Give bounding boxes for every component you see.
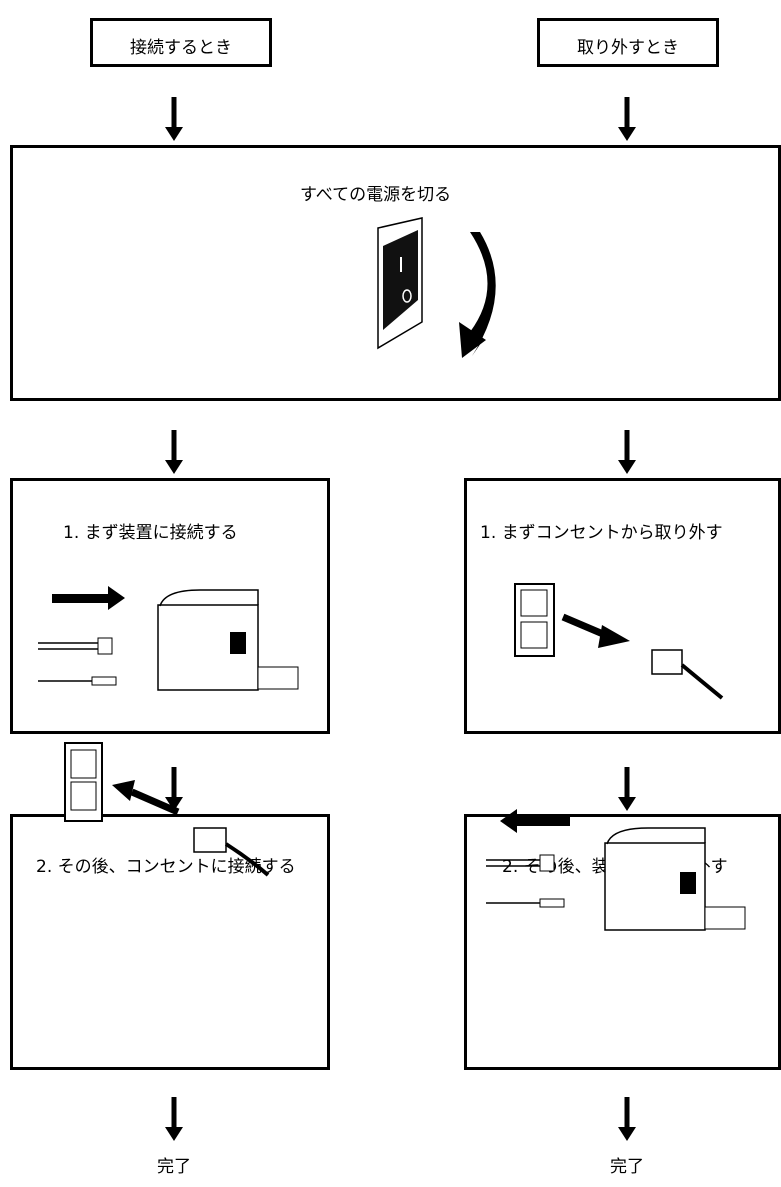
- arrow-disconnect-4: [618, 1097, 636, 1141]
- outlet-pull-arrow-icon: [561, 613, 630, 648]
- wall-outlet-icon: [514, 583, 555, 657]
- arrow-disconnect-2: [618, 430, 636, 474]
- cable-icon-2: [486, 854, 565, 908]
- disconnect-header-label: 取り外すとき: [577, 38, 679, 58]
- connect-done-label: 完了: [157, 1157, 191, 1177]
- arrow-disconnect-3: [618, 767, 636, 811]
- plug-insert-arrow-icon: [112, 780, 180, 816]
- power-switch-icon: [377, 217, 423, 350]
- connect-header-box: 接続するとき: [90, 18, 272, 67]
- disconnect-done-label: 完了: [610, 1157, 644, 1177]
- printer-icon: [157, 589, 299, 691]
- arrow-disconnect-1: [618, 97, 636, 141]
- left-arrow-icon: [500, 809, 570, 833]
- arrow-connect-1: [165, 97, 183, 141]
- cable-icon: [38, 637, 117, 686]
- connect-header-label: 接続するとき: [130, 38, 232, 58]
- disconnect-step1-label: 1. まずコンセントから取り外す: [480, 523, 723, 543]
- printer-icon-2: [604, 827, 746, 931]
- power-plug-icon-2: [193, 827, 270, 877]
- connect-step2-box: 2. その後、コンセントに接続する: [10, 814, 330, 1070]
- wall-outlet-icon-2: [64, 742, 103, 822]
- curved-down-arrow-icon: [459, 232, 496, 358]
- right-arrow-icon: [52, 586, 125, 610]
- power-off-title: すべての電源を切る: [300, 185, 452, 205]
- arrow-connect-2: [165, 430, 183, 474]
- arrow-connect-4: [165, 1097, 183, 1141]
- power-plug-icon: [651, 649, 724, 700]
- connect-step1-label: 1. まず装置に接続する: [63, 523, 238, 543]
- disconnect-header-box: 取り外すとき: [537, 18, 719, 67]
- connect-step2-label: 2. その後、コンセントに接続する: [36, 857, 296, 877]
